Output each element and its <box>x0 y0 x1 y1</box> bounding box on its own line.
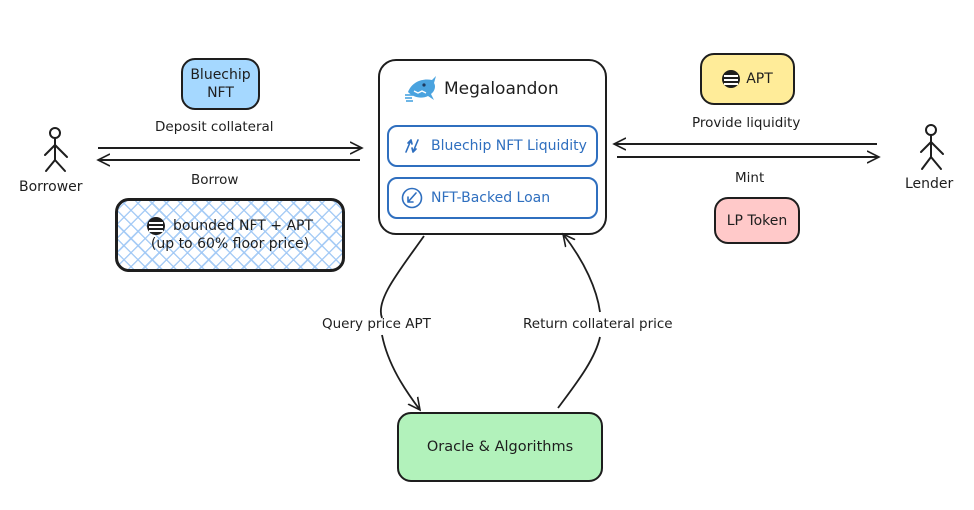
bluechip-nft-line-2: NFT <box>207 85 234 101</box>
lp-token-label: LP Token <box>726 212 788 229</box>
feature-bluechip-nft-liquidity: Bluechip NFT Liquidity <box>387 125 598 167</box>
borrow-label: Borrow <box>191 172 239 188</box>
megaloandon-platform-box: Megaloandon Bluechip NFT Liquidity NFT-B… <box>378 59 607 235</box>
feature-nft-backed-loan: NFT-Backed Loan <box>387 177 598 219</box>
mint-label: Mint <box>735 170 765 186</box>
return-price-arrow <box>563 234 601 313</box>
feature-label: NFT-Backed Loan <box>431 190 551 206</box>
deposit-collateral-label: Deposit collateral <box>155 119 274 135</box>
swap-arrows-icon <box>401 135 423 157</box>
aptos-icon <box>146 217 165 235</box>
borrower-stick-figure <box>44 127 68 172</box>
return-price-arrow-lower <box>557 336 601 409</box>
lender-label: Lender <box>905 176 954 192</box>
bounded-line-2: (up to 60% floor price) <box>150 236 310 252</box>
bluechip-nft-box: Bluechip NFT <box>181 58 260 110</box>
return-collateral-price-label: Return collateral price <box>523 316 673 332</box>
bounded-line-1: bounded NFT + APT <box>172 218 314 234</box>
feature-label: Bluechip NFT Liquidity <box>431 138 587 154</box>
apt-box: APT <box>700 53 795 105</box>
bluechip-nft-line-1: Bluechip <box>190 67 251 83</box>
platform-name: Megaloandon <box>444 79 559 99</box>
lp-token-box: LP Token <box>714 197 800 244</box>
megalodon-shark-logo-icon <box>405 76 436 102</box>
apt-label: APT <box>746 71 773 87</box>
oracle-algorithms-box: Oracle & Algorithms <box>397 412 603 482</box>
oracle-label: Oracle & Algorithms <box>426 439 574 455</box>
query-price-arrow <box>379 235 425 319</box>
platform-header: Megaloandon <box>404 74 559 104</box>
query-price-label: Query price APT <box>322 316 431 332</box>
borrower-label: Borrower <box>19 179 83 195</box>
provide-liquidity-label: Provide liquidity <box>692 115 801 131</box>
query-price-arrow-lower <box>381 334 420 410</box>
bounded-nft-apt-box: bounded NFT + APT (up to 60% floor price… <box>115 198 345 272</box>
aptos-icon <box>722 70 741 88</box>
lender-stick-figure <box>920 124 944 170</box>
arrow-down-left-circle-icon <box>401 187 423 209</box>
